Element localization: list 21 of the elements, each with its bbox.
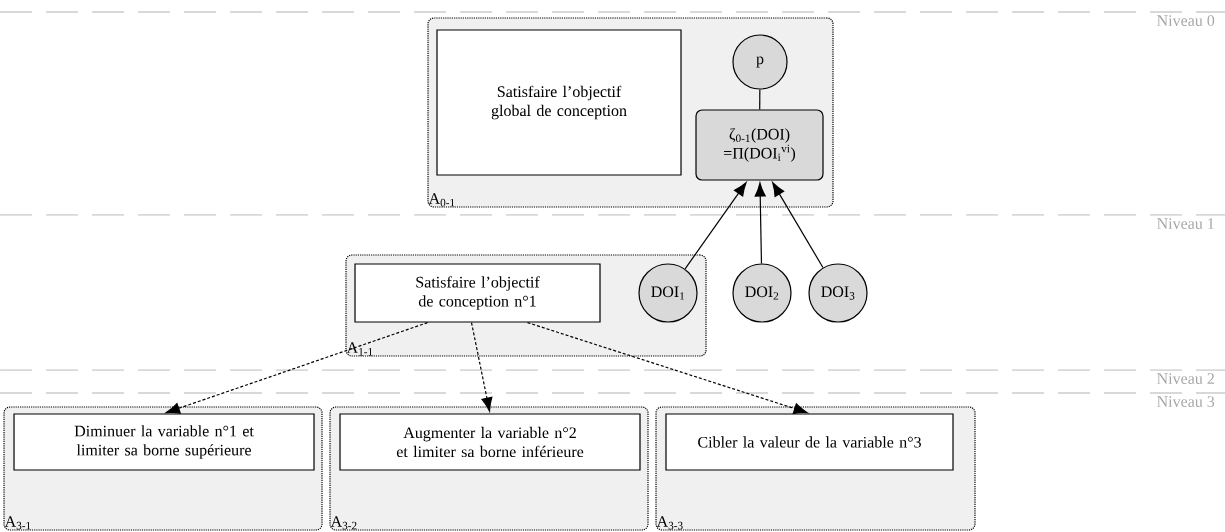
circle-node: DOI$_{3}$ (808, 263, 868, 323)
arrow (772, 182, 824, 269)
level-label: Niveau 1 (1157, 218, 1214, 229)
formula-box: ζ$_{0-1}$(DOI) =Π(DOI$_{i}$$^{vi}$) (695, 109, 824, 181)
process-box: Satisfaire l’objectif de conception n°1 (354, 263, 601, 323)
arrow (470, 322, 493, 412)
circle-node: p (732, 34, 788, 90)
circle-node: DOI$_{2}$ (732, 263, 792, 323)
process-box: Diminuer la variable n°1 et limiter sa borne supérieure (13, 413, 315, 471)
process-box: Cibler la valeur de la variable n°3 (665, 413, 954, 471)
process-box: Satisfaire l’objectif global de conception (436, 29, 682, 176)
arrow (684, 182, 747, 270)
level-label: Niveau 2 (1157, 373, 1214, 384)
arrow (165, 322, 429, 414)
arrow (754, 182, 766, 264)
process-box: Augmenter la variable n°2 et limiter sa borne inférieure (339, 413, 641, 471)
connector-line (759, 89, 761, 110)
arrow (526, 322, 808, 414)
level-label: Niveau 3 (1157, 396, 1215, 407)
level-label: Niveau 0 (1157, 15, 1215, 26)
circle-node: DOI$_{1}$ (638, 263, 698, 323)
